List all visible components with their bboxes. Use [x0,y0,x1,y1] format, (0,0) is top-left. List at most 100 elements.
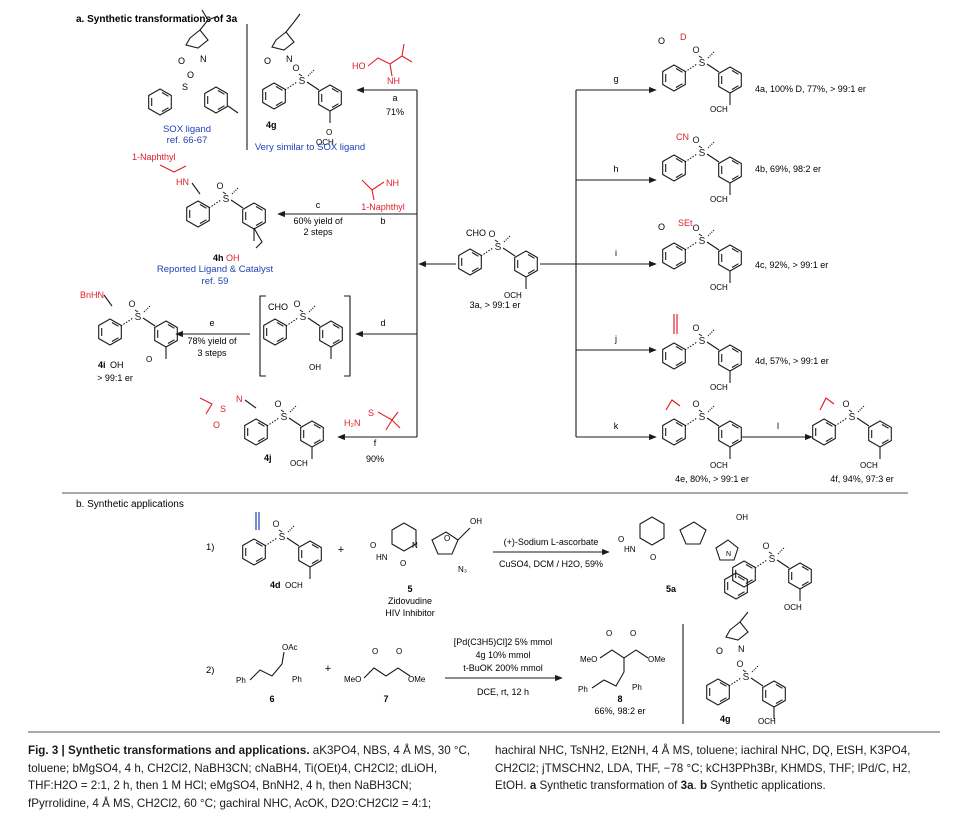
svg-text:OH: OH [309,363,321,372]
caption-body: aK3PO4, NBS, 4 Å MS, 30 °C, toluene; bMg… [28,744,911,810]
compound-4f-structure: OCH [813,397,892,470]
svg-text:NH: NH [387,76,400,86]
result-4f: 4f, 94%, 97:3 er [830,474,894,484]
svg-text:OCH: OCH [710,461,728,470]
eq2-cond-4: DCE, rt, 12 h [477,687,529,697]
compound-6-label: 6 [269,694,274,704]
compound-4i-oh: OH [110,360,124,370]
compound-4e-structure: OCH [663,399,742,470]
step-i-letter: i [615,248,617,258]
svg-text:O: O [146,355,152,364]
svg-text:D: D [680,32,687,42]
svg-text:OCH: OCH [758,717,776,726]
svg-text:S: S [182,82,188,92]
svg-text:O: O [630,629,636,638]
plus-sign-2: + [325,663,331,675]
svg-text:OCH: OCH [504,291,522,300]
svg-text:O: O [618,535,624,544]
step-a-letter: a [392,93,397,103]
step-d-letter: d [380,318,385,328]
step-f-yield: 90% [366,454,384,464]
caption-tail-3a: 3a [680,779,694,792]
svg-text:OCH: OCH [710,283,728,292]
plus-sign-1: + [338,544,344,556]
compound-4h-structure: 1-Naphthyl HN [132,152,265,249]
svg-text:N: N [286,54,293,64]
compound-4g-note: Very similar to SOX ligand [255,142,365,153]
product-8-label: 8 [617,694,622,704]
svg-text:OCH: OCH [710,195,728,204]
result-4e: 4e, 80%, > 99:1 er [675,474,749,484]
svg-text:OCH: OCH [860,461,878,470]
svg-text:O: O [370,541,376,550]
sox-ligand-structure: O N S O [148,9,239,116]
intermediate-acid-structure: CHO OH [259,295,351,377]
compound-4g-structure: O N O OCH [263,13,342,147]
step-f-letter: f [374,438,377,448]
compound-4i-label: 4i [98,360,106,370]
svg-text:OAc: OAc [282,643,298,652]
step-e-letter: e [209,318,214,328]
compound-3a-structure: CHO OCH [459,228,538,300]
svg-text:O: O [400,559,406,568]
svg-text:Ph: Ph [292,675,302,684]
svg-text:O: O [396,647,402,656]
step-g-letter: g [613,74,618,84]
caption-tail-1: Synthetic transformation of [536,779,681,792]
svg-text:OMe: OMe [648,655,666,664]
svg-text:H₂N: H₂N [344,418,361,428]
svg-text:S: S [220,404,226,414]
svg-text:O: O [658,222,665,232]
figure-caption: Fig. 3 | Synthetic transformations and a… [28,742,940,812]
compound-4c-structure: O SEt OCH [658,218,741,292]
step-e-yield-2: 3 steps [197,348,227,358]
step-c-yield-1: 60% yield of [293,216,343,226]
compound-7-structure: MeO O O OMe [344,647,426,684]
eq2-cond-2: 4g 10% mmol [475,650,530,660]
svg-text:O: O [650,553,656,562]
sox-ligand-label: SOX ligand [163,124,211,135]
step-c-yield-2: 2 steps [303,227,333,237]
eq1-label: 1) [206,542,214,553]
step-j-letter: j [614,334,617,344]
svg-text:O: O [187,70,194,80]
eq1-conditions-top: (+)-Sodium L-ascorbate [504,537,599,547]
section-a-title: a. Synthetic transformations of 3a [76,14,238,25]
product-8-result: 66%, 98:2 er [594,706,645,716]
step-c-letter: c [316,200,321,210]
step-b-letter: b [380,216,385,226]
svg-text:CN: CN [676,132,689,142]
compound-4g-b-structure: O N OCH [707,611,786,726]
svg-text:SEt: SEt [678,218,693,228]
svg-text:OMe: OMe [408,675,426,684]
svg-text:N: N [412,541,418,550]
product-5a-label: 5a [666,584,677,594]
compound-7-label: 7 [383,694,388,704]
caption-tail-a: a [529,779,537,792]
svg-text:1-Naphthyl: 1-Naphthyl [132,152,176,162]
svg-text:O: O [372,647,378,656]
svg-text:O: O [264,56,271,66]
compound-6-structure: Ph OAc Ph [236,643,302,685]
svg-text:HN: HN [624,545,636,554]
caption-fig-no: Fig. 3 | Synthetic transformations and a… [28,744,310,757]
svg-text:BnHN: BnHN [80,290,104,300]
svg-text:Ph: Ph [578,685,588,694]
step-h-letter: h [613,164,618,174]
product-8-structure: MeO O O OMe Ph Ph [578,629,666,694]
svg-text:N: N [236,394,243,404]
svg-text:N: N [200,54,207,64]
section-b-title: b. Synthetic applications [76,499,184,510]
compound-5-label: 5 [407,584,412,594]
svg-text:O: O [716,646,723,656]
eq1-conditions-bottom: CuSO4, DCM / H2O, 59% [499,559,603,569]
svg-text:N₃: N₃ [458,565,467,574]
svg-text:OH: OH [470,517,482,526]
compound-4h-note: Reported Ligand & Catalyst [157,264,274,275]
svg-text:Ph: Ph [236,676,246,685]
zidovudine-structure: O HN O N O OH N₃ [370,517,482,574]
step-l-letter: l [777,421,779,431]
svg-text:MeO: MeO [580,655,597,664]
svg-text:O: O [178,56,185,66]
compound-4d-structure: OCH [663,314,742,392]
